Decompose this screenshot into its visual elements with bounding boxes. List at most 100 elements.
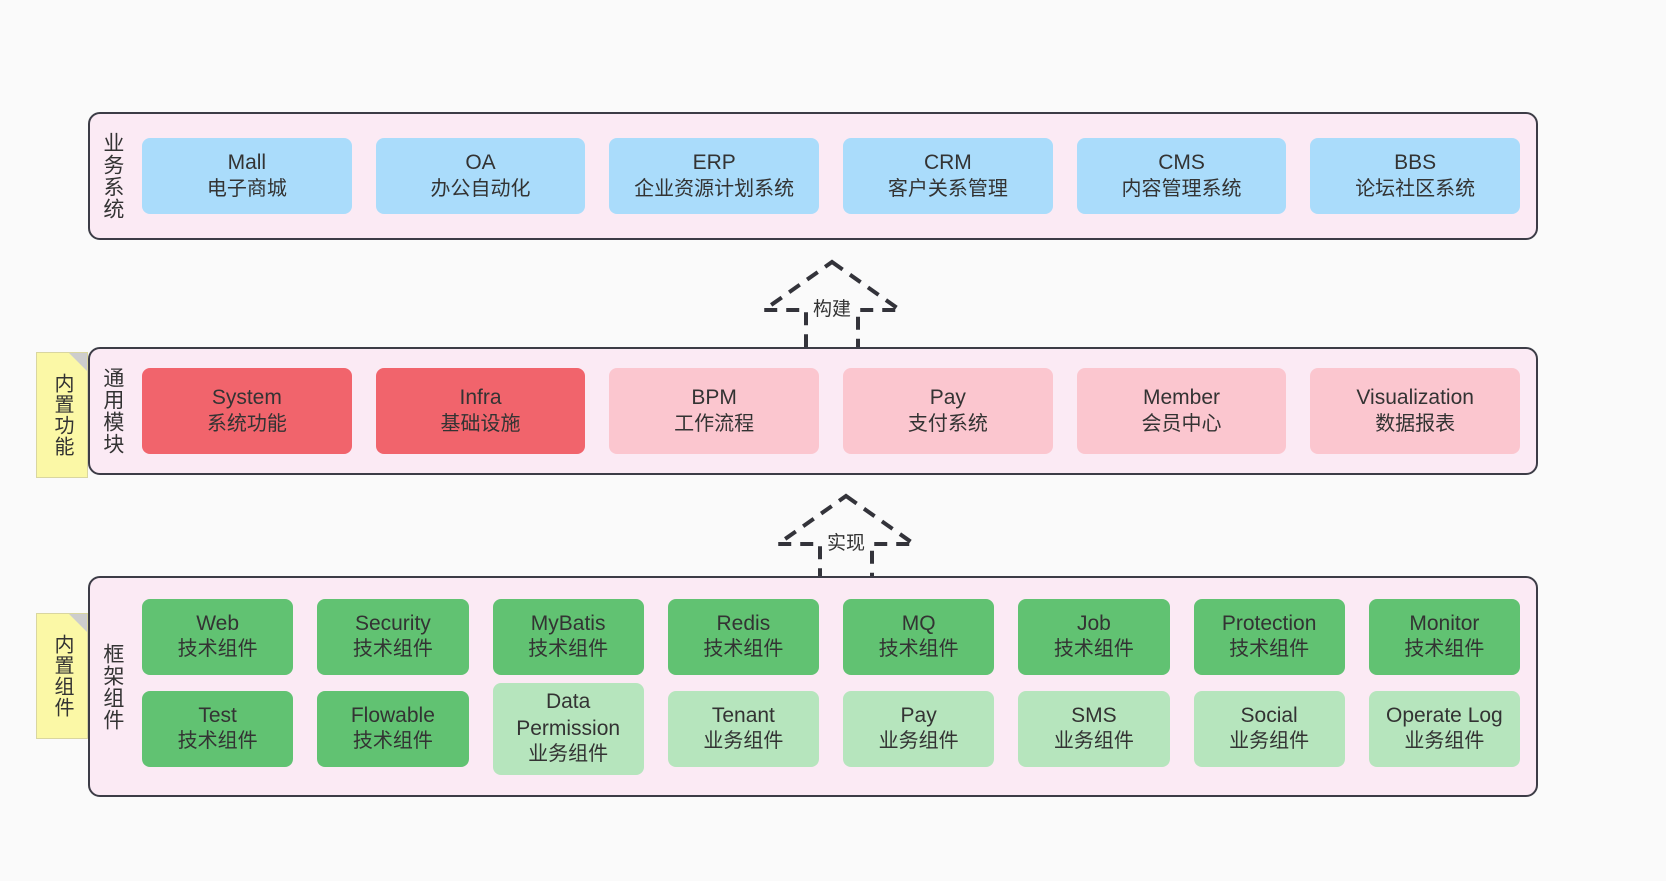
module-crm-en: CRM [923,151,972,175]
layer-common-module[interactable]: 通用模块 System 系统功能 Infra 基础设施 BPM 工作流程 Pay [88,347,1538,475]
component-operate-log[interactable]: Operate Log 业务组件 [1368,690,1520,767]
module-crm[interactable]: CRM 客户关系管理 [843,138,1053,214]
component-operate-log-en: Operate Log [1385,703,1503,727]
connector-build: 构建 [752,256,912,356]
module-bbs[interactable]: BBS 论坛社区系统 [1310,138,1521,214]
module-mall[interactable]: Mall 电子商城 [142,138,352,214]
module-system-en: System [211,386,282,410]
framework-tech-row: Web 技术组件 Security 技术组件 MyBatis 技术组件 Redi… [142,598,1520,675]
connector-implement-label: 实现 [826,533,865,554]
component-social-cn: 业务组件 [1229,730,1310,753]
layer-framework-title: 框架组件 [100,642,124,731]
component-test-en: Test [198,703,237,727]
layer-common-body: System 系统功能 Infra 基础设施 BPM 工作流程 Pay 支付系统… [134,349,1536,473]
component-security-cn: 技术组件 [352,638,433,661]
component-pay[interactable]: Pay 业务组件 [843,690,995,767]
module-pay[interactable]: Pay 支付系统 [843,368,1053,454]
component-mybatis-en: MyBatis [530,611,606,635]
component-redis-cn: 技术组件 [703,638,784,661]
module-visualization[interactable]: Visualization 数据报表 [1310,368,1521,454]
module-visualization-en: Visualization [1356,386,1474,410]
component-data-permission-en: Data Permission [516,690,621,740]
module-oa[interactable]: OA 办公自动化 [375,138,586,214]
component-flowable-cn: 技术组件 [352,730,433,753]
component-sms-en: SMS [1071,703,1117,727]
component-mq-cn: 技术组件 [878,638,959,661]
module-pay-en: Pay [929,386,966,410]
component-operate-log-cn: 业务组件 [1404,730,1485,753]
layer-common-title: 通用模块 [100,367,124,455]
component-tenant[interactable]: Tenant 业务组件 [667,690,819,767]
component-data-permission-cn: 业务组件 [528,743,609,766]
component-pay-cn: 业务组件 [878,730,959,753]
module-cms[interactable]: CMS 内容管理系统 [1076,138,1287,214]
framework-business-row: Test 技术组件 Flowable 技术组件 Data Permission … [142,682,1520,775]
component-pay-en: Pay [900,703,937,727]
module-infra-cn: 基础设施 [440,412,521,435]
module-erp[interactable]: ERP 企业资源计划系统 [609,138,820,214]
module-bpm[interactable]: BPM 工作流程 [609,368,820,454]
component-web-en: Web [196,611,240,635]
note-builtin-components-label: 内置组件 [51,634,73,718]
module-erp-en: ERP [692,151,736,175]
component-web[interactable]: Web 技术组件 [142,598,294,675]
component-mq[interactable]: MQ 技术组件 [843,598,995,675]
component-security[interactable]: Security 技术组件 [317,598,469,675]
component-social-en: Social [1240,703,1298,727]
module-system-cn: 系统功能 [206,412,287,435]
layer-framework-body: Web 技术组件 Security 技术组件 MyBatis 技术组件 Redi… [134,578,1536,795]
layer-framework-component[interactable]: 框架组件 Web 技术组件 Security 技术组件 MyBatis 技术组件… [88,576,1538,797]
note-builtin-features[interactable]: 内置功能 [36,352,88,478]
module-oa-cn: 办公自动化 [430,177,531,200]
layer-business-system[interactable]: 业务系统 Mall 电子商城 OA 办公自动化 ERP 企业资源计划系统 CRM [88,112,1538,240]
component-sms[interactable]: SMS 业务组件 [1018,690,1170,767]
component-social[interactable]: Social 业务组件 [1193,690,1345,767]
component-sms-cn: 业务组件 [1053,730,1134,753]
component-job[interactable]: Job 技术组件 [1018,598,1170,675]
component-protection-cn: 技术组件 [1229,638,1310,661]
component-protection-en: Protection [1221,611,1317,635]
module-system[interactable]: System 系统功能 [142,368,352,454]
component-mybatis[interactable]: MyBatis 技术组件 [492,598,644,675]
module-member-en: Member [1143,386,1221,410]
module-erp-cn: 企业资源计划系统 [634,177,795,200]
component-monitor-cn: 技术组件 [1404,638,1485,661]
component-data-permission[interactable]: Data Permission 业务组件 [492,682,644,775]
component-monitor[interactable]: Monitor 技术组件 [1368,598,1520,675]
component-job-en: Job [1076,611,1111,635]
component-flowable[interactable]: Flowable 技术组件 [317,690,469,767]
layer-business-title: 业务系统 [100,132,124,220]
component-protection[interactable]: Protection 技术组件 [1193,598,1345,675]
note-fold-icon [69,614,87,632]
module-mall-en: Mall [227,151,267,175]
module-pay-cn: 支付系统 [907,412,988,435]
connector-implement: 实现 [766,490,926,590]
component-tenant-en: Tenant [711,703,775,727]
common-module-row: System 系统功能 Infra 基础设施 BPM 工作流程 Pay 支付系统… [142,368,1521,454]
connector-implement-shape [771,493,921,586]
connector-build-label: 构建 [812,299,851,320]
module-bpm-cn: 工作流程 [674,412,755,435]
component-mybatis-cn: 技术组件 [528,638,609,661]
note-builtin-components[interactable]: 内置组件 [36,613,88,739]
component-redis[interactable]: Redis 技术组件 [667,598,819,675]
module-cms-en: CMS [1158,151,1205,175]
module-bpm-en: BPM [691,386,737,410]
module-cms-cn: 内容管理系统 [1121,177,1242,200]
component-redis-en: Redis [716,611,771,635]
component-job-cn: 技术组件 [1053,638,1134,661]
module-member-cn: 会员中心 [1141,412,1222,435]
module-infra-en: Infra [459,386,502,410]
module-crm-cn: 客户关系管理 [887,177,1008,200]
module-member[interactable]: Member 会员中心 [1076,368,1287,454]
module-visualization-cn: 数据报表 [1375,412,1456,435]
component-mq-en: MQ [901,611,936,635]
component-web-cn: 技术组件 [177,638,258,661]
module-oa-en: OA [465,151,496,175]
note-builtin-features-label: 内置功能 [51,373,73,457]
component-flowable-en: Flowable [350,703,435,727]
component-test[interactable]: Test 技术组件 [142,690,294,767]
connector-build-shape [757,259,907,352]
module-infra[interactable]: Infra 基础设施 [375,368,586,454]
